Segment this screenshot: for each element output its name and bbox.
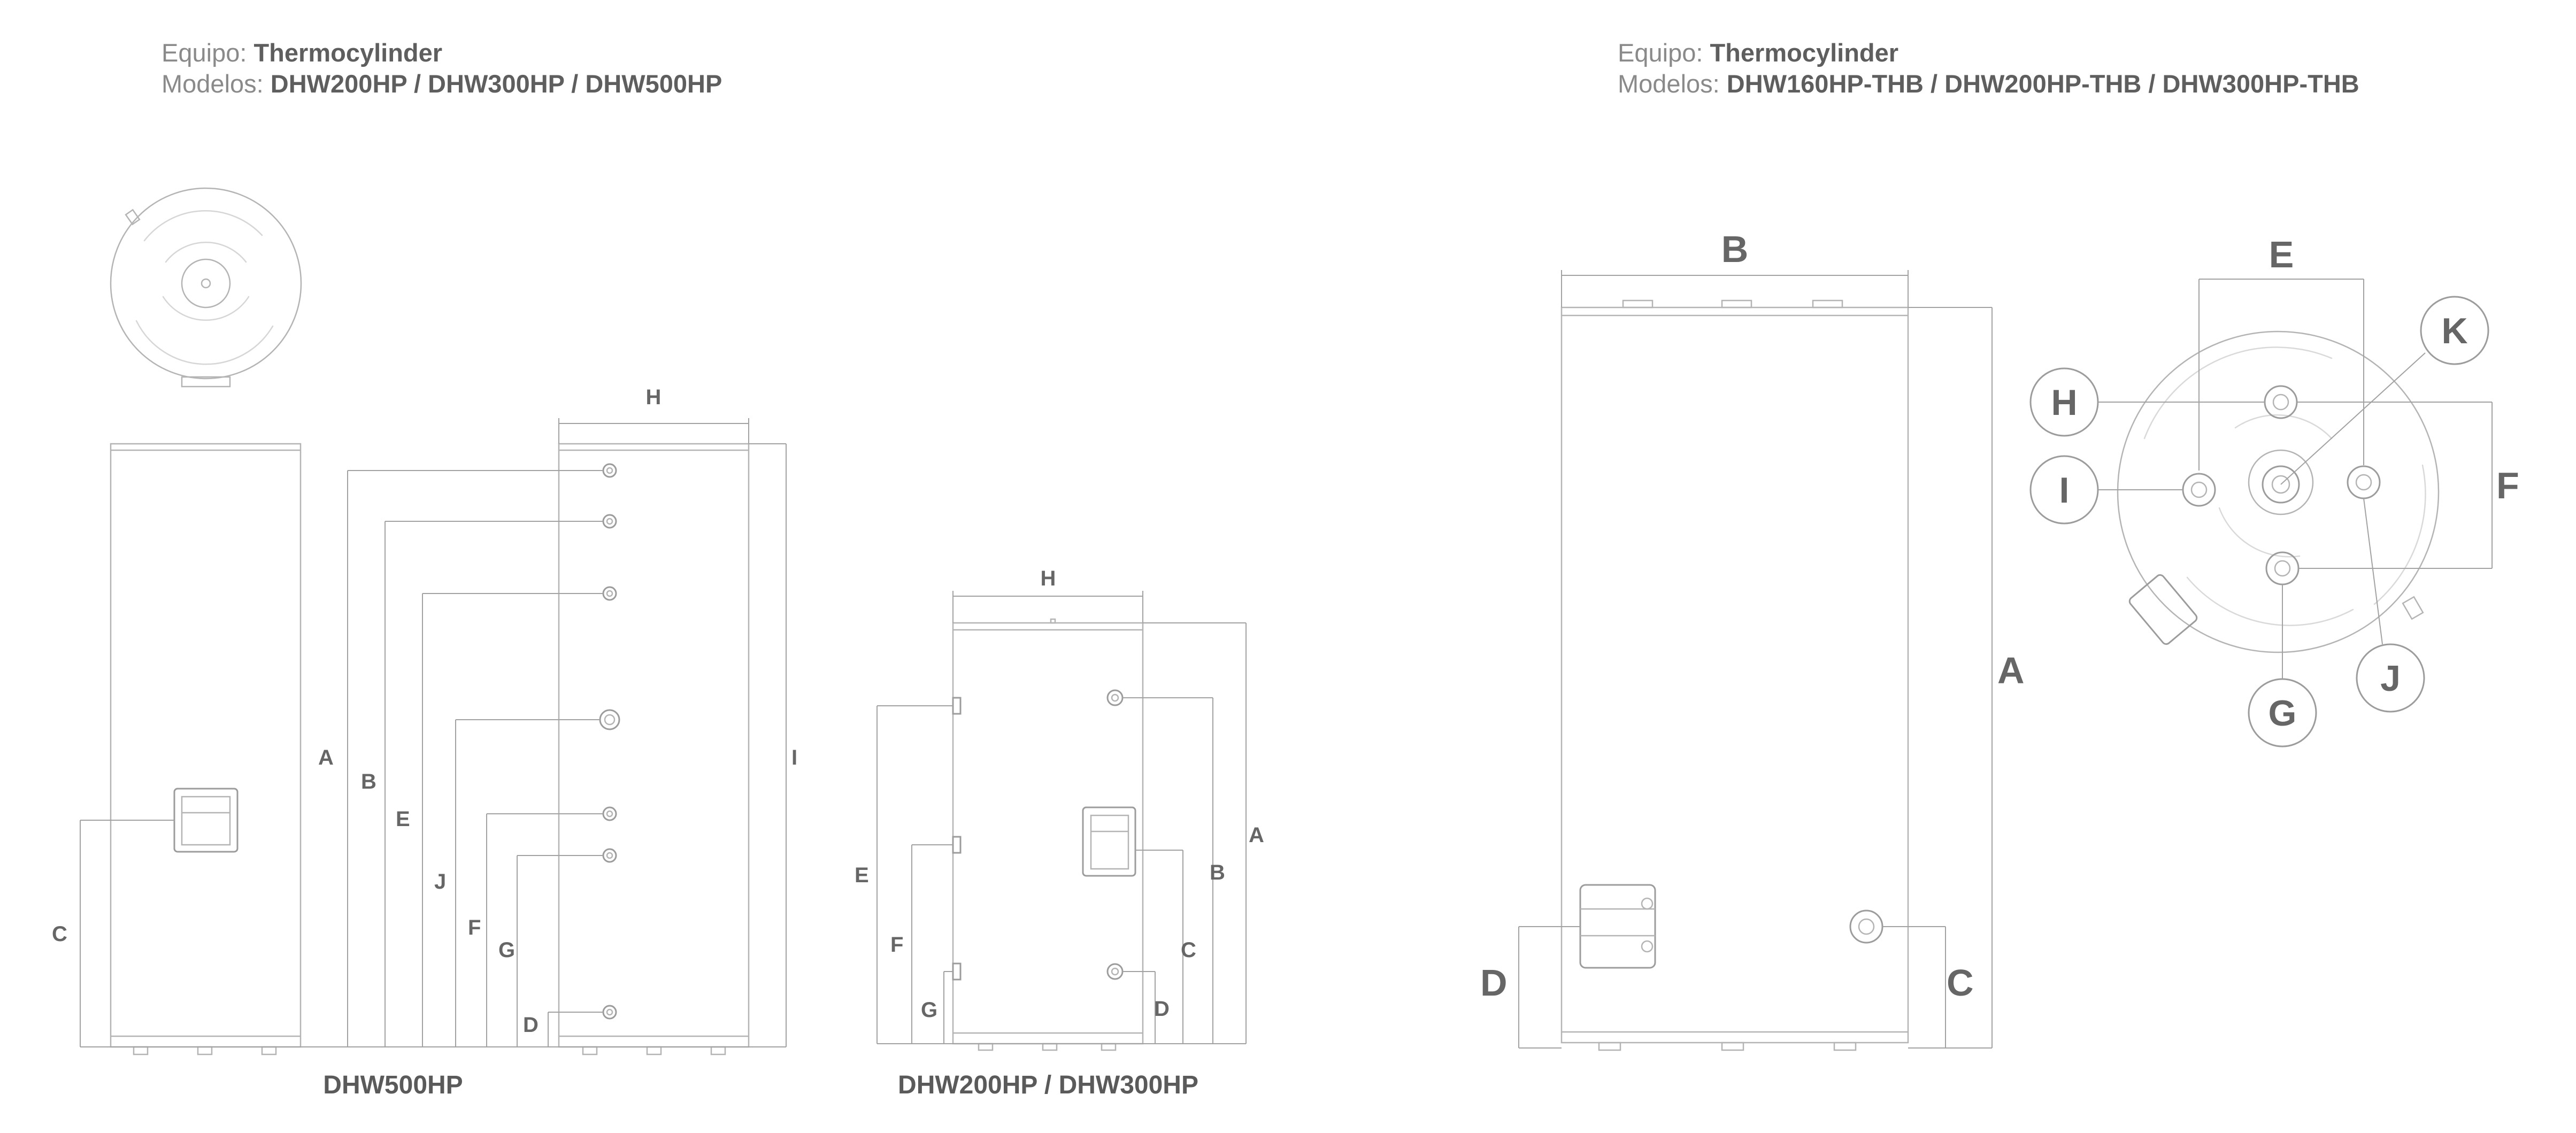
dhw200-300-view: H E F G A B C D <box>855 567 1264 1051</box>
callout-g: G <box>2248 678 2317 747</box>
right-equipo-line: Equipo: Thermocylinder <box>1618 37 2359 68</box>
thb-callout-label-h: H <box>2051 382 2077 423</box>
thb-dim-label-a: A <box>1997 650 2025 691</box>
callout-j: J <box>2356 643 2425 713</box>
callout-k: K <box>2420 296 2489 365</box>
thb-dim-label-e: E <box>2269 234 2294 275</box>
right-header: Equipo: Thermocylinder Modelos: DHW160HP… <box>1618 37 2359 99</box>
thb-dim-label-c: C <box>1947 962 1974 1004</box>
thb-dim-label-d: D <box>1480 962 1508 1004</box>
left-equipo-label: Equipo: <box>162 38 247 67</box>
right-modelos-label: Modelos: <box>1618 70 1720 98</box>
thb-side-view: B A C D <box>1480 228 2025 1051</box>
left-header: Equipo: Thermocylinder Modelos: DHW200HP… <box>162 37 722 99</box>
dhw500-connections <box>599 463 620 1020</box>
thb-dim-label-f: F <box>2496 465 2519 506</box>
dim-label-e-2: E <box>855 864 869 887</box>
dim-label-g-2: G <box>921 998 937 1022</box>
dim-label-a: A <box>318 746 334 769</box>
thb-top-view: E F H I G J K <box>2029 234 2519 747</box>
dim-label-c: C <box>52 922 67 946</box>
thb-dim-label-b: B <box>1721 228 1749 270</box>
dim-label-d: D <box>523 1013 539 1037</box>
dim-label-e: E <box>396 807 410 831</box>
thb-callout-label-k: K <box>2441 311 2467 351</box>
dim-label-b: B <box>361 770 376 793</box>
callout-h: H <box>2029 367 2099 437</box>
left-modelos-line: Modelos: DHW200HP / DHW300HP / DHW500HP <box>162 68 722 99</box>
left-modelos-label: Modelos: <box>162 70 264 98</box>
dim-label-j: J <box>434 870 446 893</box>
right-modelos-value: DHW160HP-THB / DHW200HP-THB / DHW300HP-T… <box>1726 70 2359 98</box>
right-equipo-label: Equipo: <box>1618 38 1703 67</box>
dim-label-c-2: C <box>1181 938 1196 962</box>
dim-label-b-2: B <box>1210 861 1225 884</box>
left-modelos-value: DHW200HP / DHW300HP / DHW500HP <box>270 70 722 98</box>
thb-callout-label-g: G <box>2269 693 2297 734</box>
thb-callout-label-j: J <box>2380 658 2401 699</box>
dim-label-h: H <box>646 386 662 409</box>
dim-label-f-2: F <box>890 933 903 957</box>
caption-dhw200-300: DHW200HP / DHW300HP <box>898 1071 1198 1099</box>
right-modelos-line: Modelos: DHW160HP-THB / DHW200HP-THB / D… <box>1618 68 2359 99</box>
right-equipo-value: Thermocylinder <box>1710 38 1899 67</box>
caption-dhw500: DHW500HP <box>323 1071 463 1099</box>
dhw500-top-view <box>110 187 302 388</box>
dim-label-g: G <box>498 938 515 962</box>
dim-label-h-2: H <box>1041 567 1056 590</box>
dim-label-i: I <box>791 746 797 769</box>
callout-i: I <box>2029 455 2099 525</box>
thb-callout-label-i: I <box>2059 470 2070 511</box>
dhw500-side-view: H I A B E J F G D <box>80 386 797 1055</box>
left-equipo-value: Thermocylinder <box>253 38 443 67</box>
left-equipo-line: Equipo: Thermocylinder <box>162 37 722 68</box>
dhw500-front-view: C <box>52 443 302 1055</box>
dim-label-a-2: A <box>1249 823 1264 847</box>
dim-label-f: F <box>468 916 481 939</box>
dim-label-d-2: D <box>1154 997 1170 1021</box>
